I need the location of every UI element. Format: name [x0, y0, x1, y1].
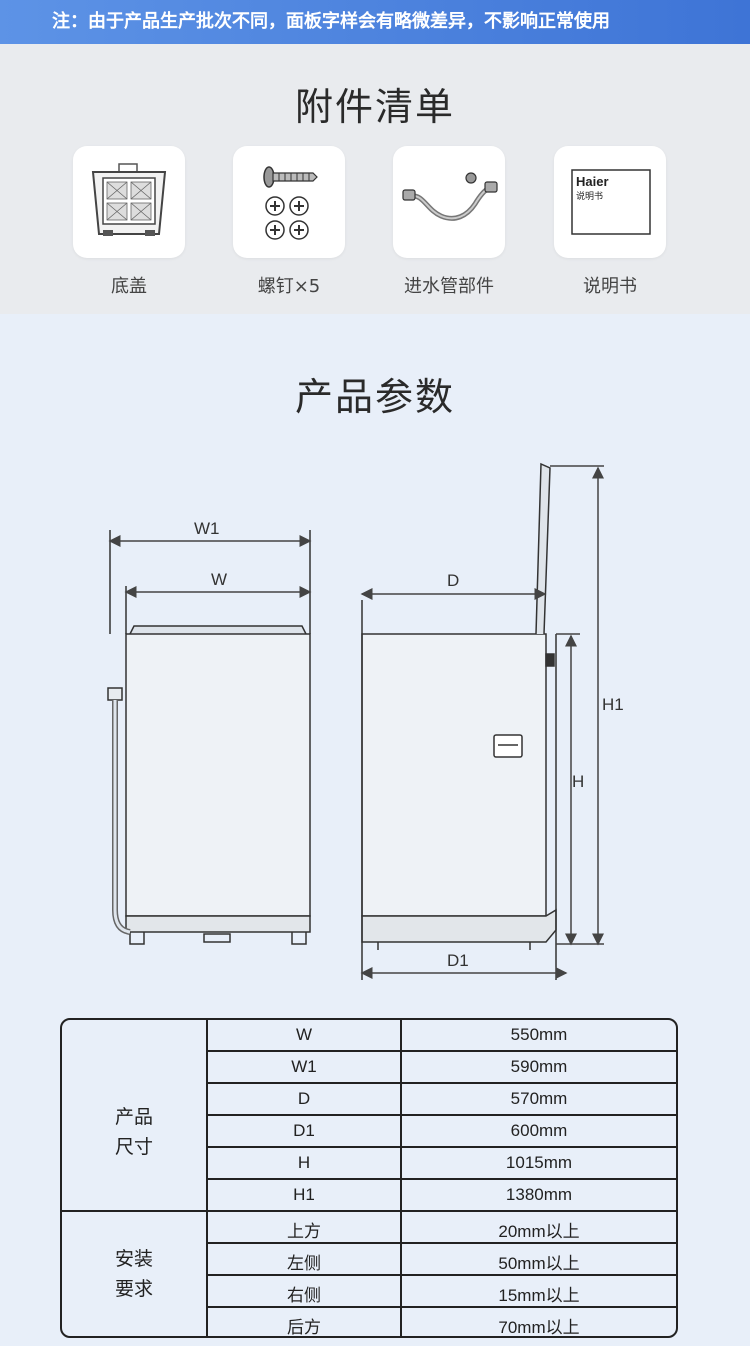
table-row-key: W: [295, 1025, 313, 1044]
accessory-label-inlet-hose: 进水管部件: [404, 276, 494, 297]
dim-label-w: W: [211, 570, 227, 589]
manual-brand-text: Haier: [576, 174, 609, 189]
table-row-value: 20mm以上: [498, 1222, 580, 1241]
group-label-install: 安装 要求: [114, 1248, 153, 1300]
table-row-key: W1: [291, 1057, 317, 1076]
base-cover-icon: [91, 163, 167, 236]
dim-label-d: D: [447, 571, 459, 590]
table-row-value: 15mm以上: [498, 1286, 580, 1305]
manual-icon: Haier 说明书: [571, 169, 651, 235]
table-row-key: H: [297, 1153, 311, 1172]
accessory-label-screws: 螺钉×5: [257, 276, 321, 297]
inlet-hose-icon: [402, 172, 498, 221]
table-row-value: 600mm: [510, 1121, 568, 1140]
accessory-card-manual: Haier 说明书: [554, 146, 666, 258]
front-view: [107, 530, 311, 945]
accessory-card-inlet-hose: [393, 146, 505, 258]
accessory-label-base-cover: 底盖: [111, 276, 147, 297]
params-title: 产品参数: [294, 375, 455, 419]
table-row-key: 后方: [287, 1318, 321, 1337]
table-row-key: H1: [293, 1185, 315, 1204]
accessory-card-base-cover: [73, 146, 185, 258]
table-row-key: 上方: [287, 1222, 321, 1241]
group-label-size: 产品 尺寸: [114, 1106, 153, 1158]
side-view: [361, 462, 557, 980]
table-row-value: 590mm: [510, 1057, 568, 1076]
table-row-key: D1: [293, 1121, 315, 1140]
table-row-key: D: [297, 1089, 311, 1108]
dim-label-w1: W1: [194, 519, 220, 538]
manual-title-text: 说明书: [576, 190, 603, 202]
spec-table: 产品 尺寸 安装 要求 W 550mm W1 590mm D 570mm D1 …: [60, 1018, 678, 1338]
screws-icon: [263, 166, 318, 240]
table-row-value: 50mm以上: [498, 1254, 580, 1273]
dim-label-h: H: [572, 772, 584, 791]
table-row-value: 1015mm: [505, 1153, 573, 1172]
table-row-value: 570mm: [510, 1089, 568, 1108]
accessories-title: 附件清单: [294, 85, 455, 129]
table-row-key: 左侧: [287, 1254, 321, 1273]
table-row-key: 右侧: [287, 1286, 321, 1305]
dimension-diagram: W1 W D D1 H H1: [107, 462, 624, 980]
table-row-value: 1380mm: [505, 1185, 573, 1204]
table-row-value: 550mm: [510, 1025, 568, 1044]
dim-label-h1: H1: [602, 695, 624, 714]
dim-label-d1: D1: [447, 951, 469, 970]
table-row-value: 70mm以上: [498, 1318, 580, 1337]
accessory-card-screws: [233, 146, 345, 258]
accessory-label-manual: 说明书: [583, 276, 637, 297]
notice-banner: 注：由于产品生产批次不同，面板字样会有略微差异，不影响正常使用: [0, 0, 750, 44]
